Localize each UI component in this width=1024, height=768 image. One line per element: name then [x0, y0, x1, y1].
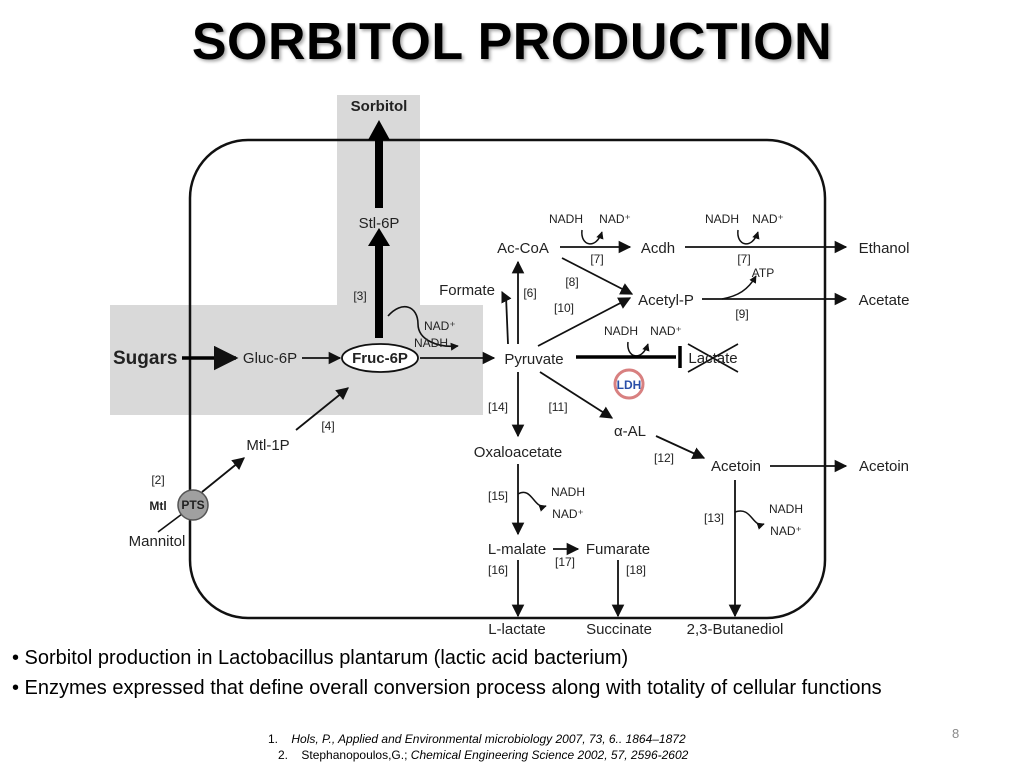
tag-12: [12]: [654, 451, 674, 465]
cofactor-curl-acdh: [581, 229, 604, 245]
label-alpha-al: α-AL: [614, 423, 646, 440]
tag-14: [14]: [488, 400, 508, 414]
label-nadh-eth: NADH: [705, 212, 739, 226]
label-acetate: Acetate: [859, 292, 910, 309]
label-nad-lac: NAD⁺: [650, 324, 682, 338]
ldh-ring: [613, 368, 645, 400]
highlight-region: [110, 95, 483, 415]
label-gluc6p: Gluc-6P: [243, 350, 297, 367]
slide-number: 8: [952, 726, 960, 741]
label-fumarate: Fumarate: [586, 541, 650, 558]
label-nad-eth: NAD⁺: [752, 212, 784, 226]
cell-boundary: [188, 138, 827, 620]
cofactor-curl-lactate: [627, 341, 650, 357]
fruc6p-ellipse: [341, 343, 419, 373]
tag-16: [16]: [488, 563, 508, 577]
label-acdh: Acdh: [641, 240, 675, 257]
tag-2: [2]: [151, 473, 164, 487]
label-pts: PTS: [181, 498, 204, 512]
tag-4: [4]: [321, 419, 334, 433]
label-pyruvate: Pyruvate: [504, 351, 563, 368]
label-ldh: LDH: [617, 378, 642, 392]
label-acetoin-right: Acetoin: [859, 458, 909, 475]
label-succinate: Succinate: [586, 621, 652, 638]
label-nad-acdh: NAD⁺: [599, 212, 631, 226]
bullet-item: • Sorbitol production in Lactobacillus p…: [12, 647, 629, 669]
tag-15: [15]: [488, 489, 508, 503]
label-nadh-acet: NADH: [769, 502, 803, 516]
label-sorbitol: Sorbitol: [351, 98, 408, 115]
tag-9: [9]: [735, 307, 748, 321]
label-mtl: Mtl: [149, 499, 166, 513]
sorbitol-pathway-diagram: Sorbitol Stl-6P Sugars Gluc-6P Fruc-6P M…: [110, 95, 910, 638]
arrow-accoa-to-acetylp: [561, 257, 634, 295]
label-accoa: Ac-CoA: [497, 240, 549, 257]
arrow-pts-to-mtl1p: [201, 457, 245, 493]
label-sugars: Sugars: [113, 348, 177, 369]
cofactor-curl-oxaloacetate: [517, 491, 547, 512]
cofactor-curl-ethanol: [737, 229, 760, 245]
tag-7a: [7]: [590, 252, 603, 266]
label-mannitol: Mannitol: [129, 533, 186, 550]
reference-author: Stephanopoulos,G.;: [301, 748, 408, 762]
label-nadh-lac: NADH: [604, 324, 638, 338]
line-mannitol-to-pts: [157, 513, 183, 533]
label-nadh-oxa: NADH: [551, 485, 585, 499]
label-nad-fruc: NAD⁺: [424, 319, 456, 333]
bullet-list: • Sorbitol production in Lactobacillus p…: [12, 643, 1016, 703]
label-atp: ATP: [752, 266, 774, 280]
label-butanediol: 2,3-Butanediol: [687, 621, 784, 638]
reference-number: 1.: [268, 732, 279, 746]
label-lactate: Lactate: [688, 350, 737, 367]
tag-17: [17]: [555, 555, 575, 569]
slide-title: SORBITOL PRODUCTION: [191, 13, 833, 71]
reference-item: 1. Hols, P., Applied and Environmental m…: [268, 730, 686, 748]
arrowhead-sorbitol: [368, 120, 390, 140]
pts-circle: [177, 489, 209, 521]
label-nad-acet: NAD⁺: [770, 524, 802, 538]
cofactor-curl-acetoin: [734, 510, 765, 530]
label-fruc6p: Fruc-6P: [352, 350, 408, 367]
label-formate: Formate: [439, 282, 495, 299]
arrow-pyruvate-to-formate: [505, 295, 509, 345]
label-lmalate: L-malate: [488, 541, 546, 558]
arrow-to-formate: [501, 290, 512, 304]
arrow-pyruvate-to-alpha-al: [539, 371, 614, 419]
label-stl6p: Stl-6P: [359, 215, 400, 232]
tag-11: [11]: [548, 400, 567, 414]
label-ethanol: Ethanol: [859, 240, 910, 257]
tag-18: [18]: [626, 563, 646, 577]
label-nad-oxa: NAD⁺: [552, 507, 584, 521]
label-oxaloacetate: Oxaloacetate: [474, 444, 562, 461]
cofactor-curl-fruc6p: [387, 305, 459, 351]
reference-text: Chemical Engineering Science 2002, 57, 2…: [410, 748, 689, 762]
label-mtl1p: Mtl-1P: [246, 437, 289, 454]
tag-6: [6]: [523, 286, 536, 300]
reference-number: 2.: [278, 748, 289, 762]
label-acetoin-left: Acetoin: [711, 458, 761, 475]
lactate-cross-2: [687, 343, 739, 373]
reference-item: 2. Stephanopoulos,G.; Chemical Engineeri…: [278, 746, 688, 764]
label-llactate: L-lactate: [488, 621, 546, 638]
tag-3: [3]: [353, 289, 366, 303]
arrowhead-stl6p: [368, 228, 390, 246]
atp-curl: [721, 275, 757, 300]
label-nadh-acdh: NADH: [549, 212, 583, 226]
label-acetylp: Acetyl-P: [638, 292, 694, 309]
tag-13: [13]: [704, 511, 724, 525]
tag-7b: [7]: [737, 252, 750, 266]
label-nadh-fruc: NADH: [414, 336, 448, 350]
reference-text: Hols, P., Applied and Environmental micr…: [291, 732, 686, 746]
arrow-pyruvate-to-acetylp: [537, 297, 632, 347]
bullet-item: • Enzymes expressed that define overall …: [12, 677, 882, 699]
arrow-mtl1p-to-fruc6p: [295, 387, 349, 431]
tag-8: [8]: [565, 275, 578, 289]
tag-10: [10]: [554, 301, 574, 315]
arrow-alpha-al-to-acetoin: [655, 435, 706, 460]
